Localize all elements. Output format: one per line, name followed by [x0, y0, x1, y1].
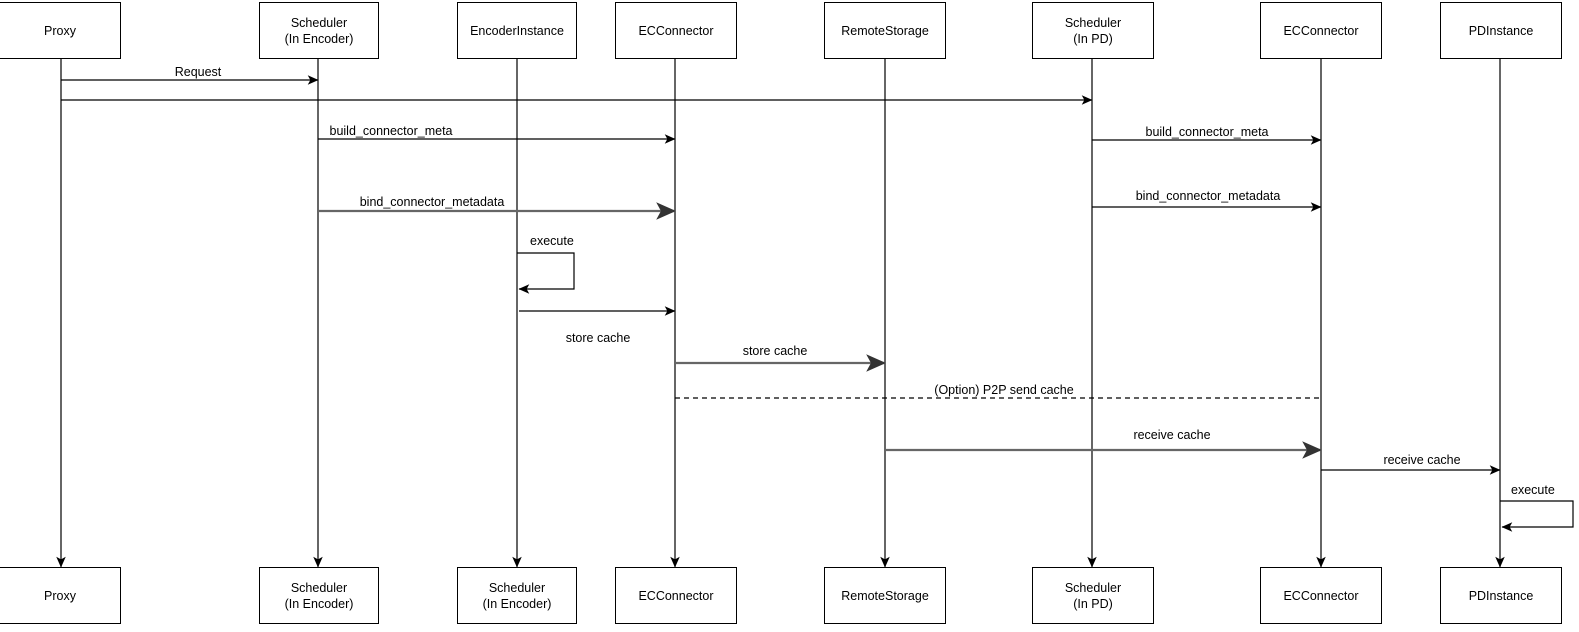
participant-box-bottom-remotestorage_b[interactable]: RemoteStorage	[824, 567, 946, 624]
self-message-s2[interactable]	[1500, 500, 1574, 532]
participant-box-top-scheduler_enc[interactable]: Scheduler(In Encoder)	[259, 2, 379, 59]
participant-box-top-proxy[interactable]: Proxy	[0, 2, 121, 59]
participant-qualifier: (In Encoder)	[284, 596, 354, 611]
message-label-m4: build_connector_meta	[1142, 125, 1272, 139]
participant-name: RemoteStorage	[841, 23, 929, 38]
message-label-m7: store cache	[562, 331, 634, 345]
participant-name: PDInstance	[1468, 23, 1534, 38]
participant-qualifier: (In PD)	[1073, 596, 1113, 611]
participant-qualifier: (In Encoder)	[482, 596, 552, 611]
participant-box-bottom-scheduler_enc_b[interactable]: Scheduler(In Encoder)	[259, 567, 379, 624]
participant-box-top-ecconnector_r[interactable]: ECConnector	[1260, 2, 1382, 59]
participant-box-top-encoder_top[interactable]: EncoderInstance	[457, 2, 577, 59]
participant-box-bottom-ecconnector_r_b[interactable]: ECConnector	[1260, 567, 1382, 624]
participant-box-top-remotestorage[interactable]: RemoteStorage	[824, 2, 946, 59]
participant-name: ECConnector	[1283, 588, 1359, 603]
message-label-m9: (Option) P2P send cache	[931, 383, 1077, 397]
self-message-s1[interactable]	[517, 252, 575, 294]
participant-name: PDInstance	[1468, 588, 1534, 603]
participant-name: RemoteStorage	[841, 588, 929, 603]
lifelines-layer	[56, 59, 1505, 568]
participant-box-bottom-proxy_b[interactable]: Proxy	[0, 567, 121, 624]
message-label-m1: Request	[171, 65, 225, 79]
participant-name: ECConnector	[638, 588, 714, 603]
messages-layer	[61, 75, 1501, 475]
participant-name: EncoderInstance	[470, 23, 564, 38]
self-message-label-s1: execute	[527, 234, 577, 248]
participant-name: Proxy	[44, 23, 76, 38]
message-label-m10: receive cache	[1130, 428, 1214, 442]
participant-name: ECConnector	[1283, 23, 1359, 38]
participant-qualifier: (In Encoder)	[284, 31, 354, 46]
participant-box-bottom-scheduler_enc_b2[interactable]: Scheduler(In Encoder)	[457, 567, 577, 624]
participant-name: Scheduler	[290, 580, 348, 595]
message-label-m3: build_connector_meta	[326, 124, 456, 138]
participant-name: Scheduler	[488, 580, 546, 595]
participant-name: Scheduler	[290, 15, 348, 30]
self-message-label-s2: execute	[1508, 483, 1558, 497]
message-label-m8: store cache	[739, 344, 811, 358]
participant-box-bottom-pdinstance_b[interactable]: PDInstance	[1440, 567, 1562, 624]
participant-name: Proxy	[44, 588, 76, 603]
participant-name: Scheduler	[1064, 580, 1122, 595]
participant-name: Scheduler	[1064, 15, 1122, 30]
message-label-m6: bind_connector_metadata	[1132, 189, 1284, 203]
participant-box-top-pdinstance[interactable]: PDInstance	[1440, 2, 1562, 59]
participant-box-bottom-scheduler_pd_b[interactable]: Scheduler(In PD)	[1032, 567, 1154, 624]
participant-box-top-ecconnector_l[interactable]: ECConnector	[615, 2, 737, 59]
participant-box-top-scheduler_pd[interactable]: Scheduler(In PD)	[1032, 2, 1154, 59]
message-label-m5: bind_connector_metadata	[356, 195, 508, 209]
self-messages-layer	[517, 252, 1574, 532]
message-label-m11: receive cache	[1380, 453, 1464, 467]
participant-qualifier: (In PD)	[1073, 31, 1113, 46]
participant-box-bottom-ecconnector_l_b[interactable]: ECConnector	[615, 567, 737, 624]
participant-name: ECConnector	[638, 23, 714, 38]
